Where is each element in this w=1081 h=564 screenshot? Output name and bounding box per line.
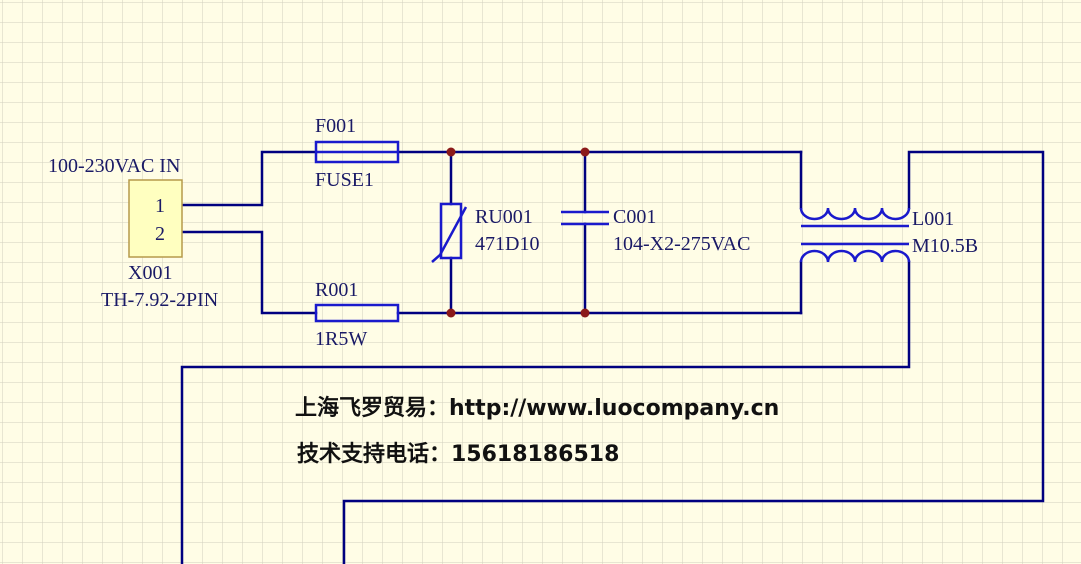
wire-output-neutral[interactable] xyxy=(180,260,911,564)
watermark-phone: 技术支持电话：15618186518 xyxy=(297,442,619,467)
varistor-value: 471D10 xyxy=(475,233,539,255)
junctions xyxy=(446,147,590,318)
varistor-designator: RU001 xyxy=(475,206,533,228)
varistor-ru001[interactable]: RU001 471D10 xyxy=(431,202,539,263)
watermark: 上海飞罗贸易：http://www.luocompany.cn 技术支持电话：1… xyxy=(295,395,779,467)
inductor-designator: L001 xyxy=(912,208,954,230)
varistor-slash xyxy=(431,206,468,263)
junction-dot xyxy=(580,308,590,318)
capacitor-c001[interactable]: C001 104-X2-275VAC xyxy=(561,206,750,255)
resistor-designator: R001 xyxy=(315,279,358,301)
capacitor-value: 104-X2-275VAC xyxy=(613,233,750,255)
junction-dot xyxy=(446,147,456,157)
connector-pin2-label: 2 xyxy=(155,223,165,245)
wires xyxy=(180,150,1045,564)
resistor-body xyxy=(314,303,400,323)
inductor-coil-top xyxy=(799,207,911,221)
junction-dot xyxy=(446,308,456,318)
inductor-value: M10.5B xyxy=(912,235,978,257)
fuse-value: FUSE1 xyxy=(315,169,374,191)
capacitor-designator: C001 xyxy=(613,206,656,228)
connector-designator: X001 xyxy=(128,262,172,284)
connector-pin1-label: 1 xyxy=(155,195,165,217)
connector-part: TH-7.92-2PIN xyxy=(101,289,218,311)
connector-body xyxy=(128,179,183,258)
junction-dot xyxy=(580,147,590,157)
watermark-website: 上海飞罗贸易：http://www.luocompany.cn xyxy=(295,395,779,421)
connector-x001[interactable]: 1 2 100-230VAC IN X001 TH-7.92-2PIN xyxy=(48,155,218,311)
inductor-l001[interactable]: L001 M10.5B xyxy=(799,207,978,263)
wire-pin2-to-resistor[interactable] xyxy=(180,230,318,315)
inductor-coil-bottom xyxy=(799,249,911,263)
resistor-value: 1R5W xyxy=(315,328,367,350)
resistor-r001[interactable]: R001 1R5W xyxy=(314,279,400,350)
fuse-f001[interactable]: F001 FUSE1 xyxy=(314,115,400,191)
fuse-designator: F001 xyxy=(315,115,356,137)
wire-pin1-to-fuse[interactable] xyxy=(180,150,318,207)
connector-title: 100-230VAC IN xyxy=(48,155,180,177)
varistor-body xyxy=(439,202,463,260)
wire-output-line[interactable] xyxy=(342,150,1045,564)
